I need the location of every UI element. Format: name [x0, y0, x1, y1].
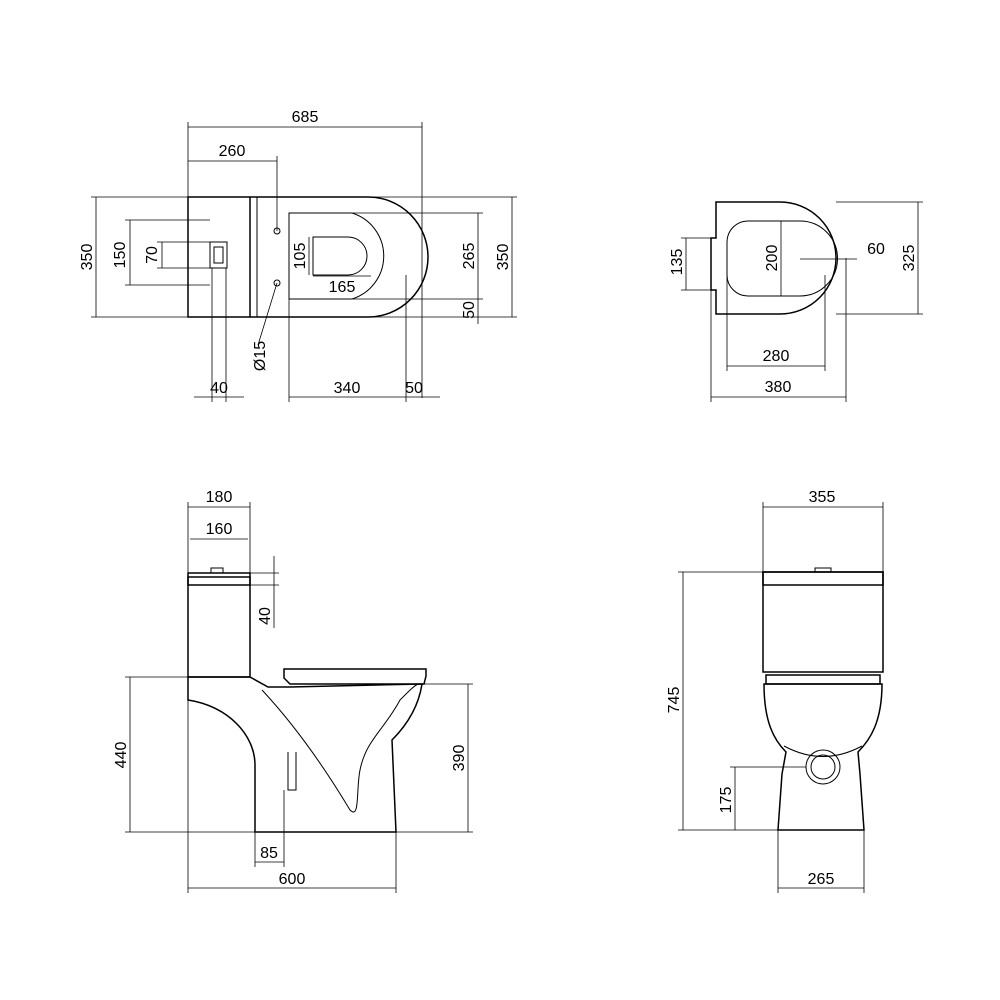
dim-tank-to-holes: 260 — [219, 143, 246, 160]
bowl-side — [187, 676, 423, 833]
top-view: 685 260 350 150 70 105 165 265 350 50 Ø1… — [79, 109, 517, 402]
dim-height-left: 350 — [79, 244, 96, 271]
seat-opening — [726, 220, 838, 297]
front-tank-lid — [762, 571, 884, 586]
dim-inner-bowl-width: 165 — [329, 279, 356, 296]
dim-outlet-offset: 40 — [210, 380, 228, 397]
dim-seat-height: 440 — [113, 742, 130, 769]
dim-lid-width: 160 — [206, 521, 233, 538]
dim-bowl-height: 390 — [451, 745, 468, 772]
dim-overall-height: 325 — [901, 245, 918, 272]
inner-bowl — [312, 236, 368, 276]
dim-height-right: 350 — [495, 244, 512, 271]
tank — [187, 576, 251, 678]
dim-hole-diameter: Ø15 — [252, 341, 269, 371]
dim-outlet-inner: 70 — [144, 246, 161, 264]
outlet-rect — [209, 241, 228, 269]
dim-tank-width: 180 — [206, 489, 233, 506]
dim-overall-width: 355 — [809, 489, 836, 506]
top-view-outline — [187, 196, 429, 318]
trap-line — [261, 683, 419, 813]
dim-overall-length: 685 — [292, 109, 319, 126]
dim-overall-height: 745 — [666, 687, 683, 714]
dim-opening-length: 280 — [763, 348, 790, 365]
dim-lid-height: 40 — [257, 607, 274, 625]
fixing-hole-bottom — [273, 279, 281, 287]
dim-rim-width: 60 — [867, 241, 885, 258]
dim-bowl-opening: 265 — [461, 243, 478, 270]
bowl-opening — [288, 212, 385, 300]
dim-outlet-width: 85 — [260, 845, 278, 862]
dim-rear-offset: 50 — [461, 301, 478, 319]
dim-outlet-height: 175 — [718, 787, 735, 814]
seat-view: 135 200 60 325 280 380 — [669, 201, 923, 402]
side-view: 180 160 40 440 390 85 600 — [113, 489, 473, 893]
dim-hinge-width: 135 — [669, 249, 686, 276]
front-seat — [765, 674, 881, 685]
dim-overall-length: 380 — [765, 379, 792, 396]
front-tank — [762, 571, 884, 673]
dim-overall-length: 600 — [279, 871, 306, 888]
seat-side — [283, 668, 427, 685]
dim-opening-height: 200 — [764, 245, 781, 272]
dim-outlet-height: 150 — [112, 242, 129, 269]
dim-base-width: 265 — [808, 871, 835, 888]
dim-bowl-depth: 340 — [334, 380, 361, 397]
seat-outline — [710, 201, 837, 315]
front-view: 355 745 175 265 — [666, 489, 884, 893]
tank-lid — [187, 572, 251, 586]
dim-inner-bowl-height: 105 — [292, 243, 309, 270]
dim-front-offset: 50 — [405, 380, 423, 397]
